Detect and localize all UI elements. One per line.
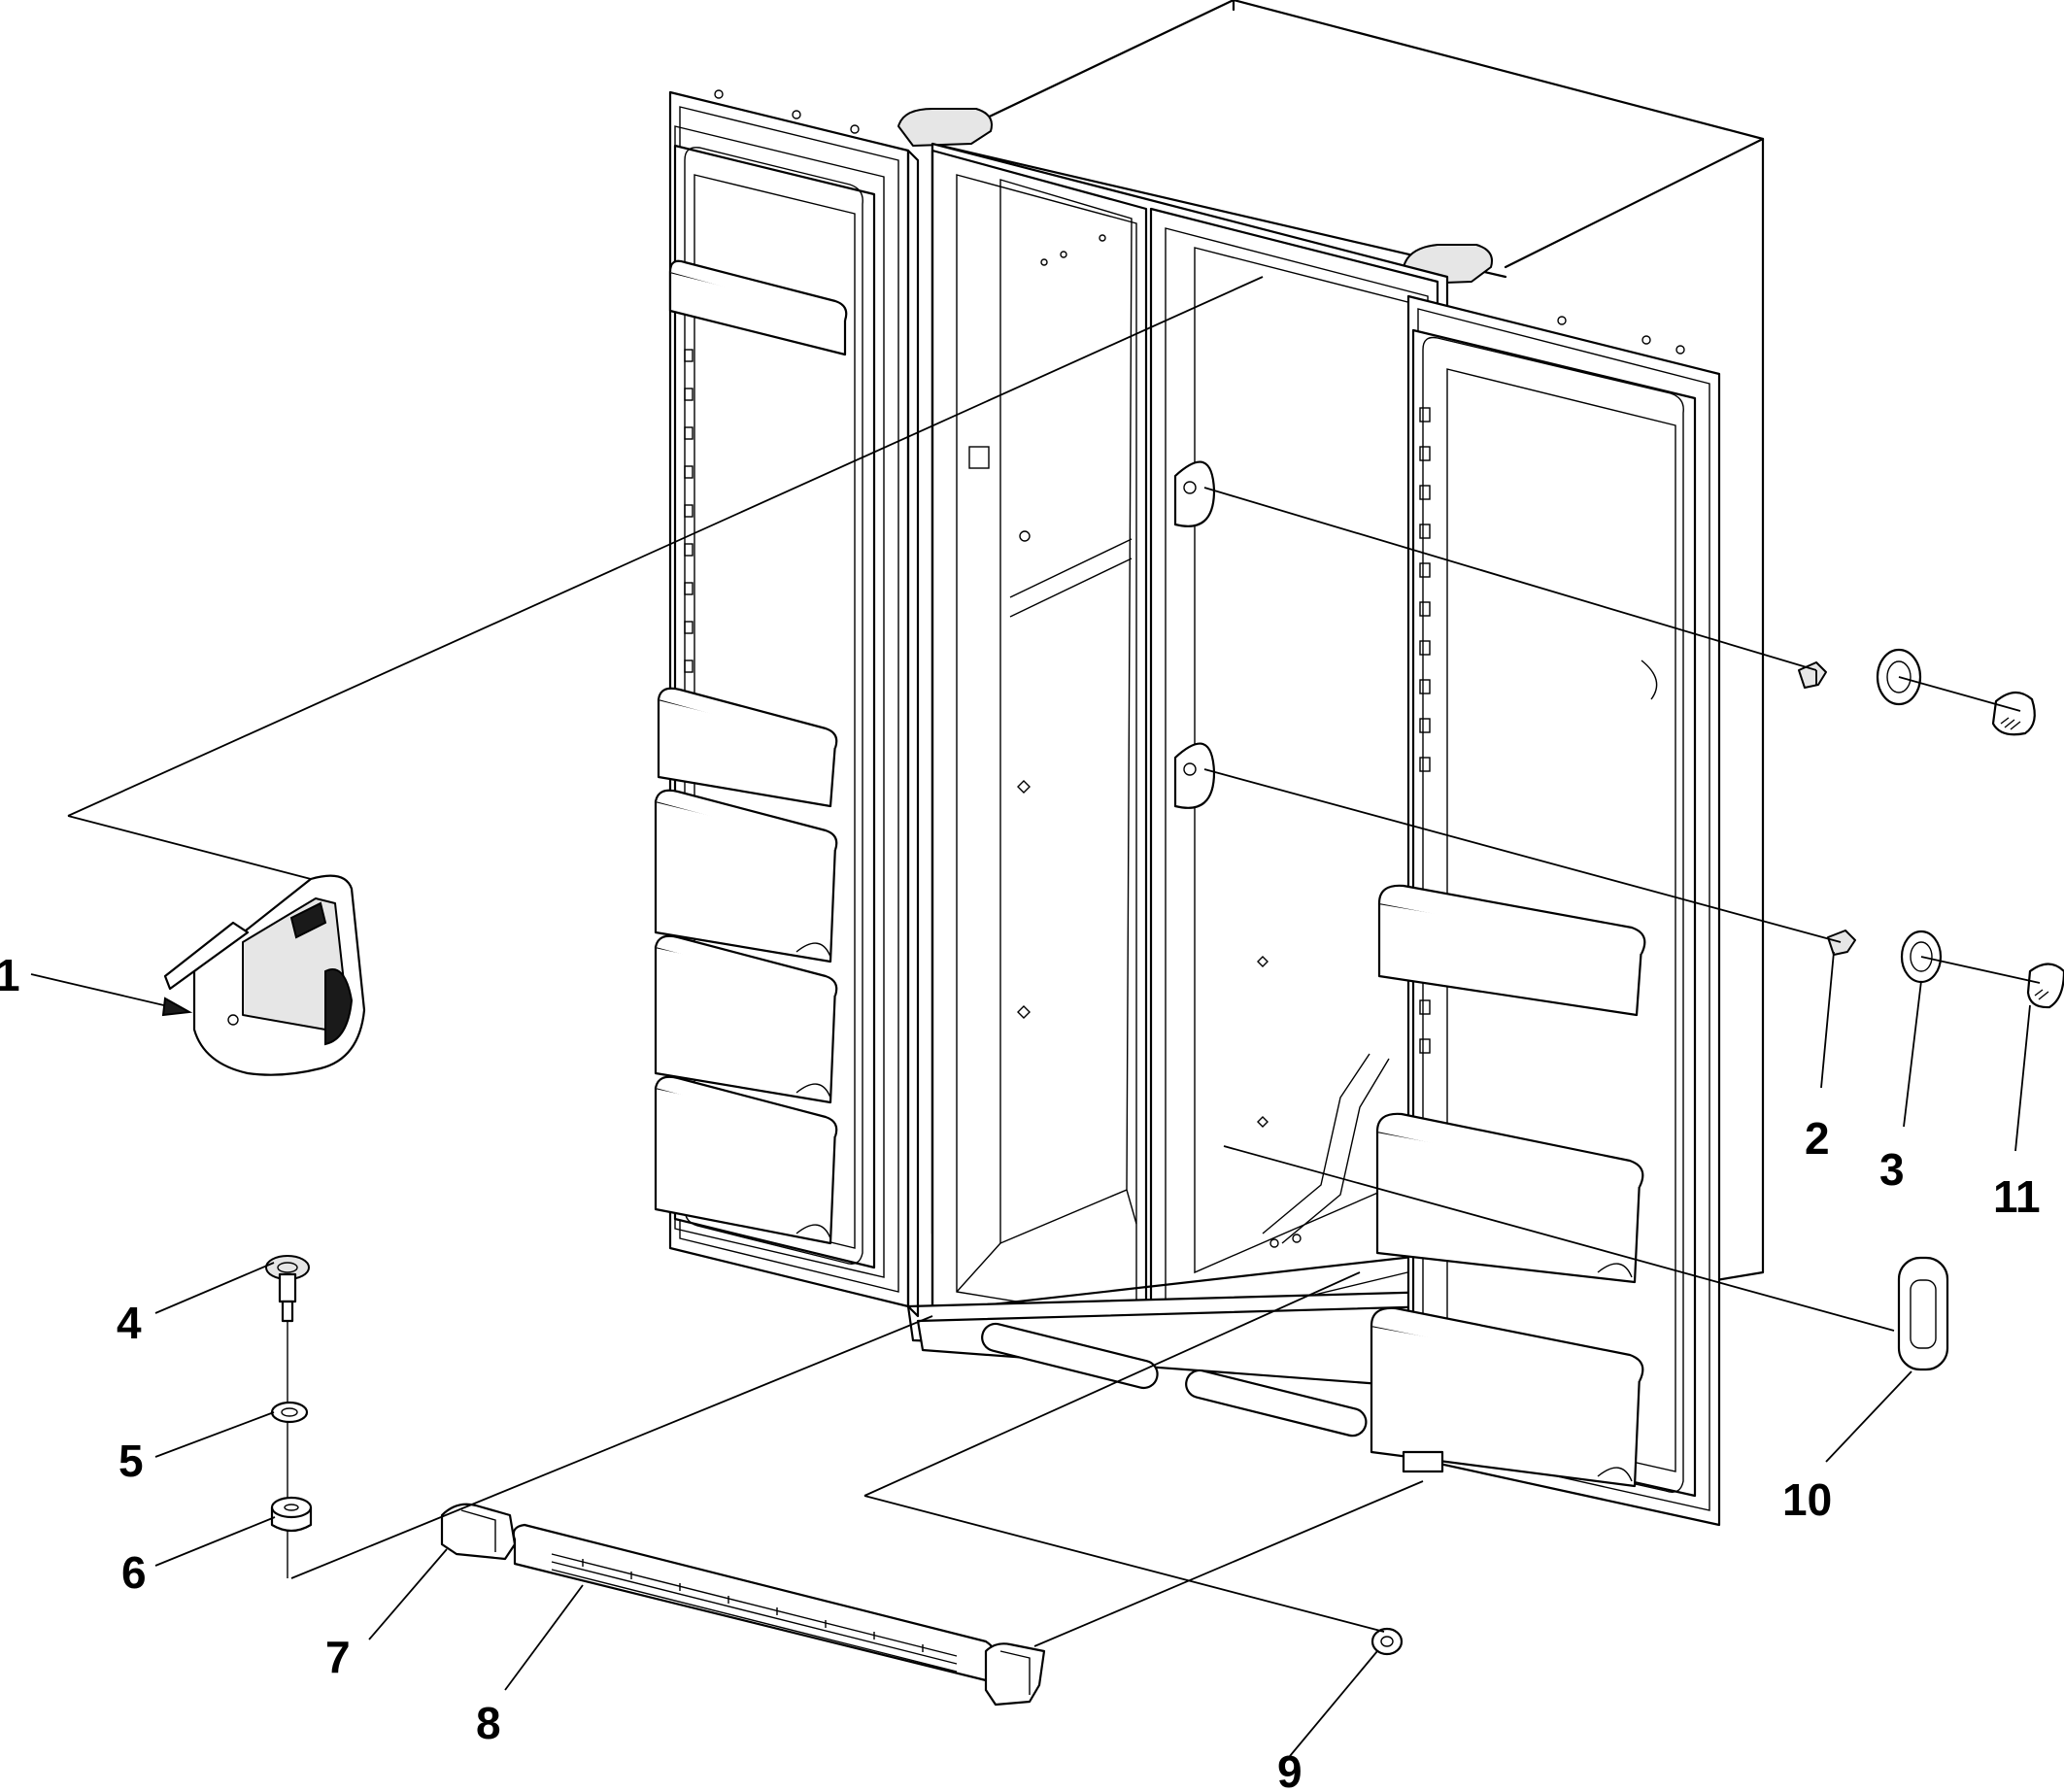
part-bracket bbox=[1897, 1256, 1949, 1371]
callout-9: 9 bbox=[1277, 1746, 1303, 1792]
part-shelf-support-lower bbox=[1827, 930, 2064, 1009]
assembly-lines bbox=[67, 276, 2041, 1647]
part-cap-lower bbox=[2026, 963, 2064, 1009]
part-plug bbox=[1370, 1627, 1404, 1656]
part-grille-endcap-right bbox=[984, 1642, 1046, 1707]
freezer-door bbox=[654, 89, 920, 1318]
part-washer bbox=[270, 1401, 309, 1424]
callout-1: 1 bbox=[0, 950, 20, 1000]
part-bushing bbox=[270, 1496, 313, 1533]
part-cap-upper bbox=[1991, 691, 2036, 736]
part-clip-upper bbox=[1798, 661, 1827, 689]
callout-2: 2 bbox=[1805, 1113, 1830, 1164]
callout-10: 10 bbox=[1782, 1474, 1832, 1525]
callout-8: 8 bbox=[476, 1698, 501, 1748]
part-dispenser-assembly bbox=[163, 874, 366, 1076]
fresh-food-door bbox=[1370, 294, 1721, 1527]
callout-labels: 1 2 3 11 4 5 6 7 8 9 10 bbox=[0, 950, 2041, 1792]
callout-leaders bbox=[30, 670, 2031, 1757]
cabinet-interior bbox=[930, 142, 1449, 1352]
top-hinge-cover-left bbox=[897, 108, 993, 147]
callout-6: 6 bbox=[121, 1547, 147, 1598]
callout-5: 5 bbox=[118, 1436, 144, 1486]
part-clip-lower bbox=[1827, 930, 1856, 956]
callout-4: 4 bbox=[117, 1298, 142, 1348]
part-toe-grille bbox=[512, 1523, 998, 1682]
part-hinge-pin bbox=[265, 1255, 310, 1323]
part-shelf-support-upper bbox=[1798, 648, 2036, 736]
callout-3: 3 bbox=[1879, 1144, 1905, 1195]
callout-7: 7 bbox=[325, 1632, 351, 1682]
callout-11: 11 bbox=[1993, 1171, 2041, 1222]
cabinet-base bbox=[906, 1290, 1449, 1437]
